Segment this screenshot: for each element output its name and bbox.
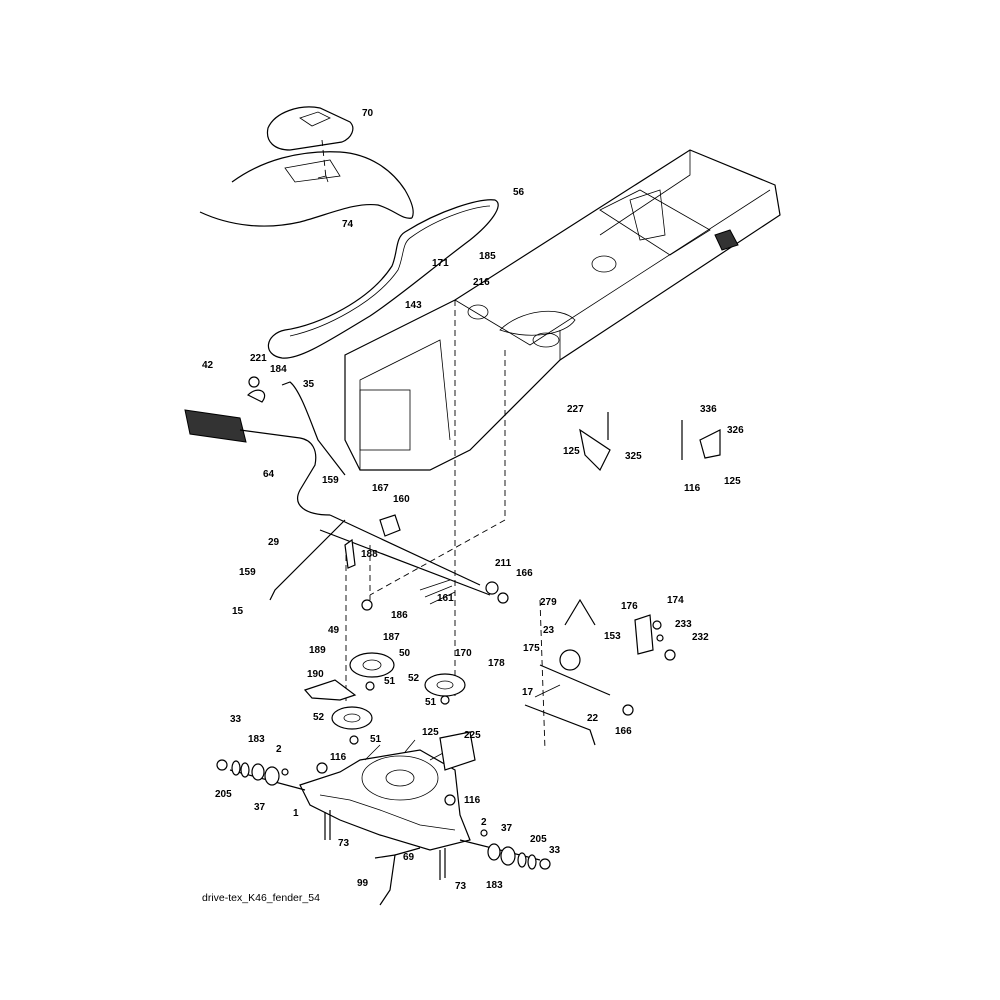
- label-279: 279: [540, 597, 557, 608]
- label-184: 184: [270, 364, 287, 375]
- label-33-b: 33: [549, 845, 561, 856]
- label-51-b: 51: [425, 697, 437, 708]
- label-232: 232: [692, 632, 709, 643]
- label-166-a: 166: [516, 568, 533, 579]
- label-2-a: 2: [276, 744, 282, 755]
- label-52-a: 52: [408, 673, 420, 684]
- label-73-a: 73: [338, 838, 350, 849]
- label-225: 225: [464, 730, 481, 741]
- shift-linkage: [524, 412, 721, 746]
- label-37-a: 37: [254, 802, 266, 813]
- label-125-c: 125: [422, 727, 439, 738]
- label-185: 185: [479, 251, 496, 262]
- label-15: 15: [232, 606, 244, 617]
- diagram-caption: drive-tex_K46_fender_54: [202, 892, 320, 904]
- label-99: 99: [357, 878, 369, 889]
- label-22: 22: [587, 713, 599, 724]
- label-190: 190: [307, 669, 324, 680]
- label-171: 171: [432, 258, 449, 269]
- label-233: 233: [675, 619, 692, 630]
- drive-belt: [267, 199, 499, 359]
- label-205-a: 205: [215, 789, 232, 800]
- label-325: 325: [625, 451, 642, 462]
- label-183-a: 183: [248, 734, 265, 745]
- axle-washers-left: [216, 759, 328, 786]
- label-205-b: 205: [530, 834, 547, 845]
- label-187: 187: [383, 632, 400, 643]
- steering-grip: [184, 376, 346, 516]
- label-23: 23: [543, 625, 555, 636]
- label-51-a: 51: [384, 676, 396, 687]
- label-42: 42: [202, 360, 214, 371]
- pulleys: [331, 599, 466, 745]
- label-161: 161: [437, 593, 454, 604]
- fender-cap: [266, 106, 354, 179]
- label-160: 160: [393, 494, 410, 505]
- label-188: 188: [361, 549, 378, 560]
- label-73-b: 73: [455, 881, 467, 892]
- tractor-frame: [344, 149, 781, 471]
- idler-bracket: [303, 679, 357, 701]
- label-183-b: 183: [486, 880, 503, 891]
- label-326: 326: [727, 425, 744, 436]
- label-37-b: 37: [501, 823, 513, 834]
- label-211: 211: [495, 558, 512, 569]
- label-175: 175: [523, 643, 540, 654]
- label-2-b: 2: [481, 817, 487, 828]
- label-33-a: 33: [230, 714, 242, 725]
- label-50: 50: [399, 648, 411, 659]
- pedal-assembly: [269, 514, 509, 605]
- label-178: 178: [488, 658, 505, 669]
- label-64: 64: [263, 469, 275, 480]
- fender-body: [199, 151, 414, 227]
- label-143: 143: [405, 300, 422, 311]
- label-159-b: 159: [239, 567, 256, 578]
- label-116-c: 116: [464, 795, 481, 806]
- label-29: 29: [268, 537, 280, 548]
- axle-washers-right: [444, 794, 551, 870]
- label-1: 1: [293, 808, 299, 819]
- label-221: 221: [250, 353, 267, 364]
- label-49: 49: [328, 625, 340, 636]
- label-174: 174: [667, 595, 684, 606]
- label-216: 216: [473, 277, 490, 288]
- label-153: 153: [604, 631, 621, 642]
- label-336: 336: [700, 404, 717, 415]
- label-227: 227: [567, 404, 584, 415]
- guide-lines: [345, 300, 546, 751]
- label-35: 35: [303, 379, 315, 390]
- label-167: 167: [372, 483, 389, 494]
- label-51-c: 51: [370, 734, 382, 745]
- label-125-b: 125: [724, 476, 741, 487]
- label-70: 70: [362, 108, 374, 119]
- label-52-b: 52: [313, 712, 325, 723]
- label-116-a: 116: [684, 483, 701, 494]
- label-176: 176: [621, 601, 638, 612]
- label-125-a: 125: [563, 446, 580, 457]
- label-189: 189: [309, 645, 326, 656]
- label-186: 186: [391, 610, 408, 621]
- label-159-a: 159: [322, 475, 339, 486]
- label-170: 170: [455, 648, 472, 659]
- label-56: 56: [513, 187, 525, 198]
- label-74: 74: [342, 219, 354, 230]
- label-17: 17: [522, 687, 534, 698]
- part-number-labels: 70 56 74 171 185 216 143 221 184 42 35 2…: [202, 108, 744, 892]
- label-69: 69: [403, 852, 415, 863]
- label-166-b: 166: [615, 726, 632, 737]
- label-116-b: 116: [330, 752, 347, 763]
